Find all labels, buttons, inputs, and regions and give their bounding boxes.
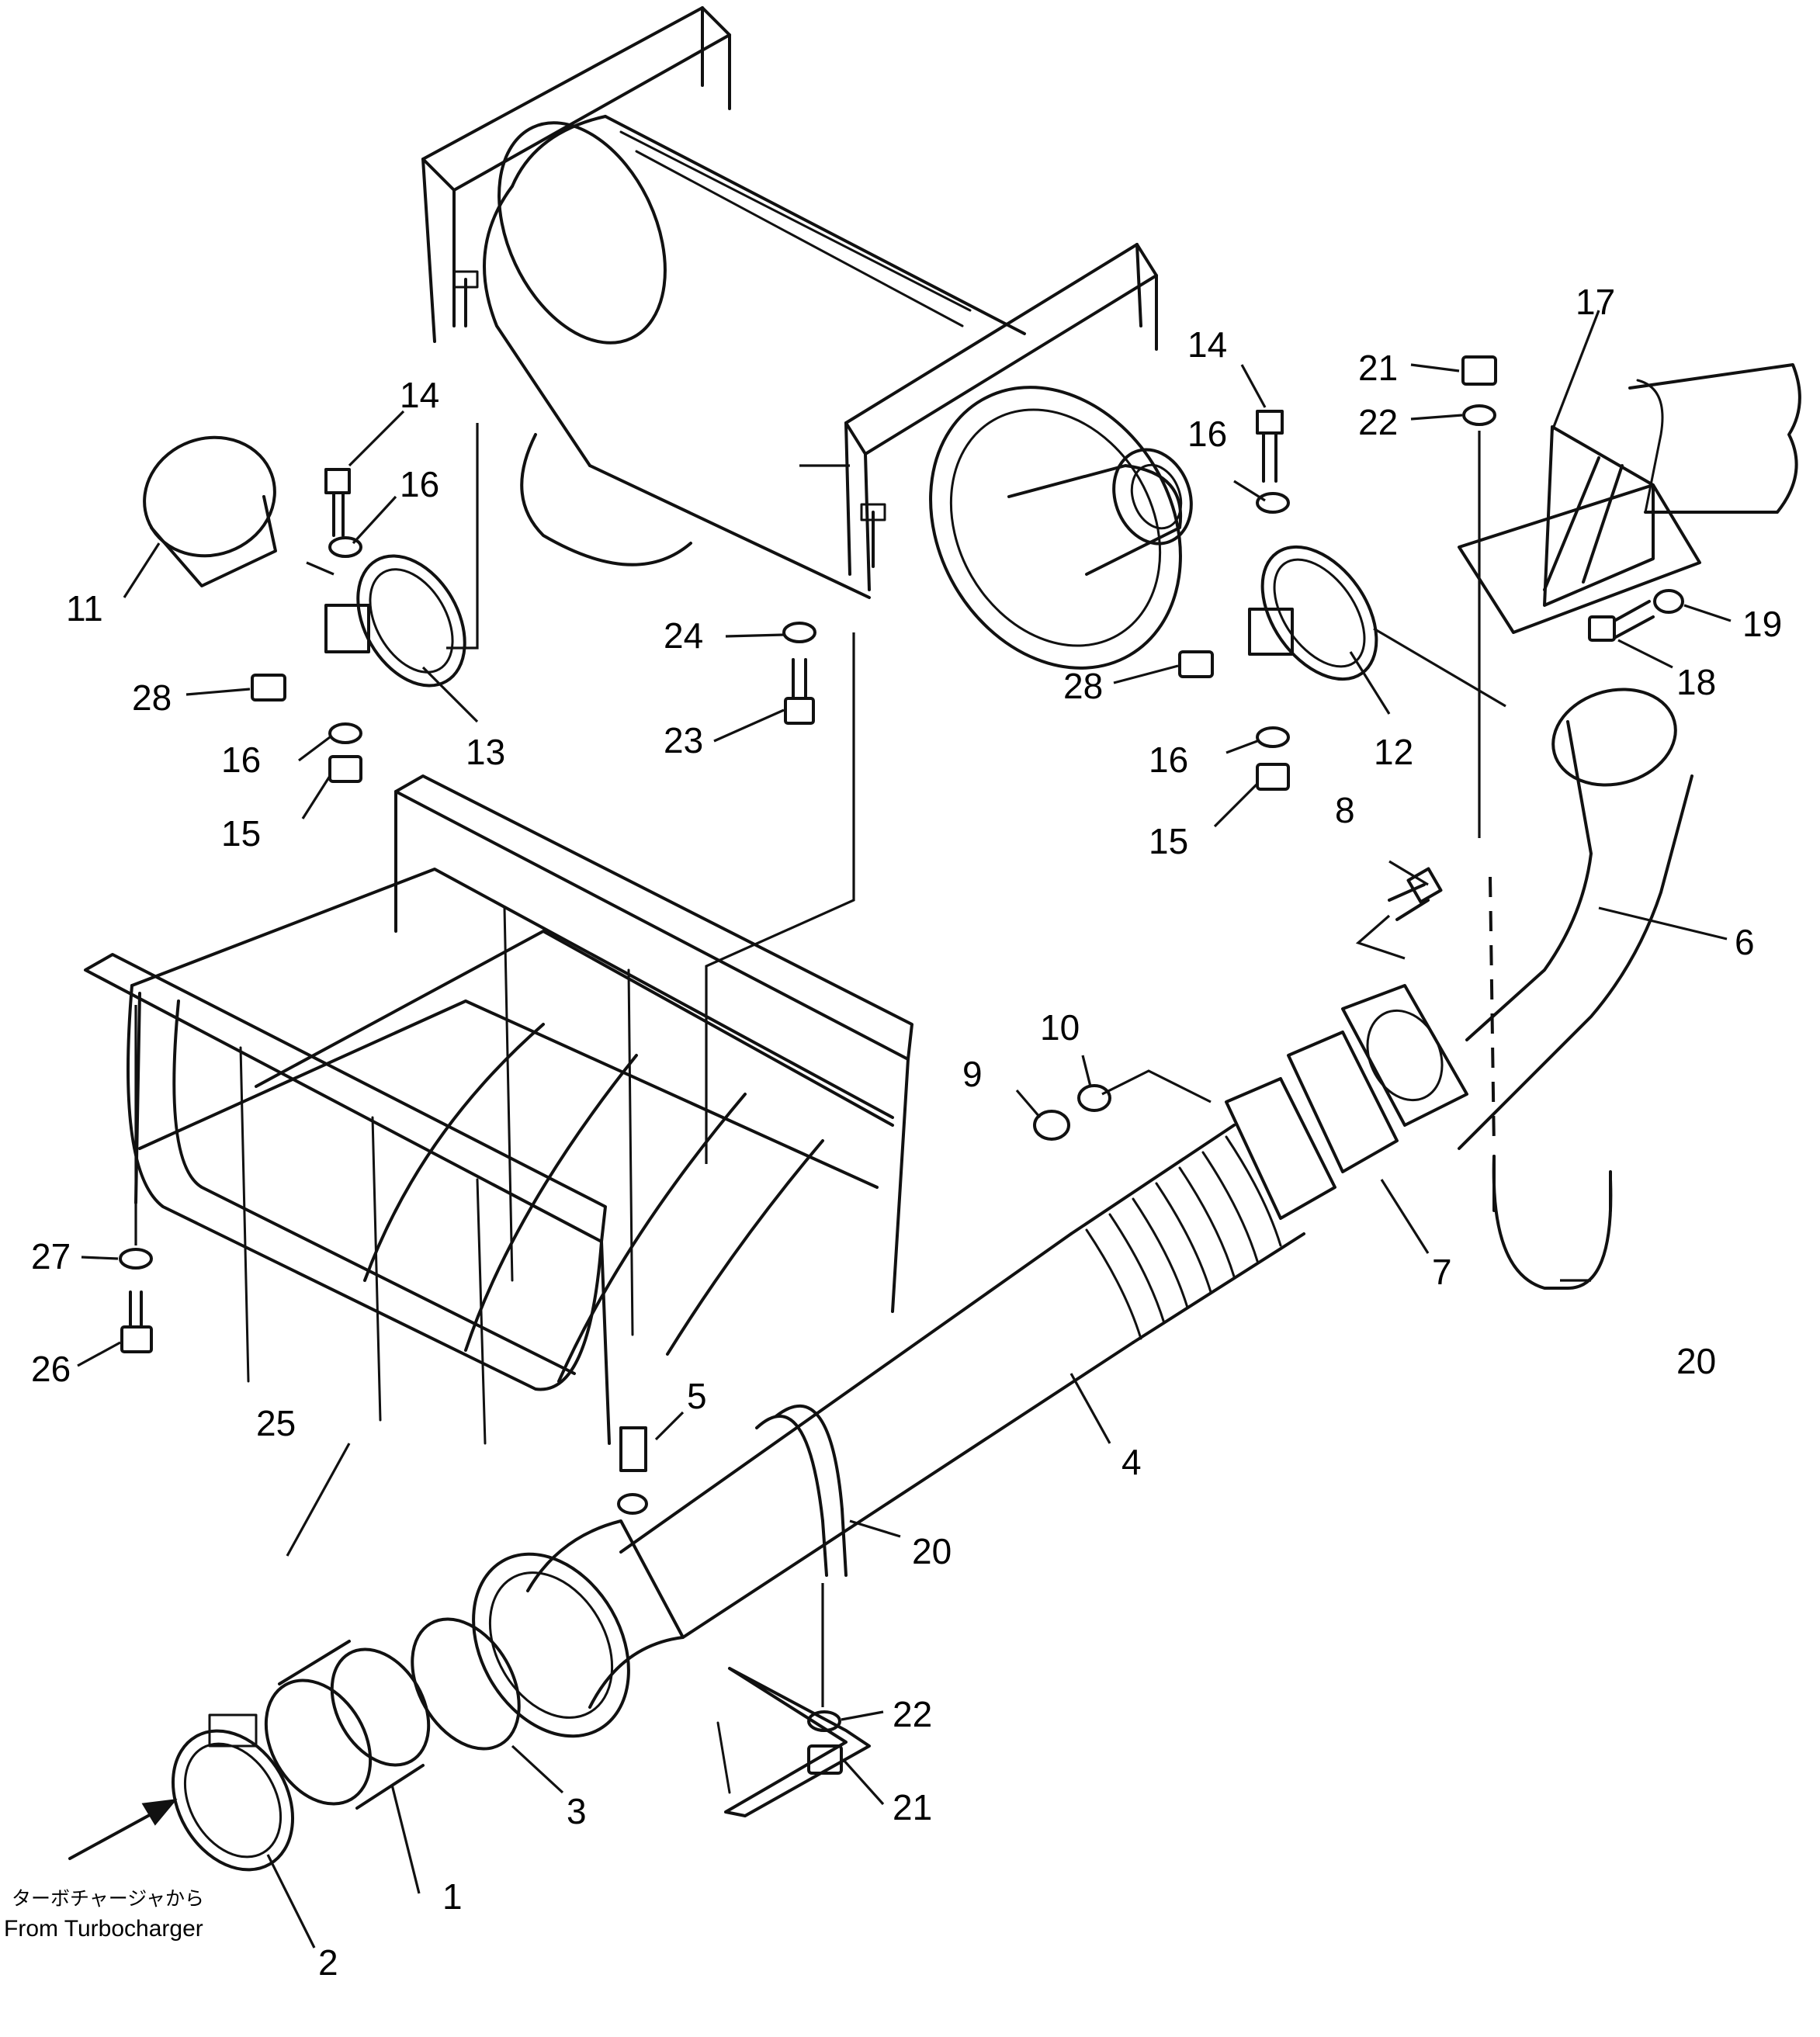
u-bolt-right [1492,1155,1613,1290]
callout-3: 3 [567,1791,587,1831]
callout-22a: 22 [1358,402,1398,442]
callout-20b: 20 [912,1531,952,1571]
callout-11: 11 [66,588,103,629]
callout-16c: 16 [221,740,261,780]
callout-14b: 14 [1187,324,1227,365]
callout-14a: 14 [400,375,439,415]
source-note-japanese: ターボチャージャから [12,1887,204,1910]
callout-26: 26 [31,1349,71,1389]
hose-1 [264,1640,431,1810]
callout-15b: 15 [1149,821,1188,861]
hardware [119,355,1684,1775]
callout-12: 12 [1374,732,1413,772]
ring-3 [411,1617,521,1751]
clamp-12 [1248,545,1378,681]
callout-labels: 1 2 3 4 5 6 7 8 9 10 11 12 13 14 14 15 1… [31,282,1782,1983]
callout-16a: 16 [400,464,439,504]
callout-6: 6 [1735,922,1755,962]
elbow-pipe [1458,688,1693,1150]
callout-8: 8 [1335,790,1355,830]
source-note-english: From Turbocharger [4,1916,203,1942]
callout-22b: 22 [893,1694,932,1734]
callout-leaders [77,310,1732,1949]
callout-16d: 16 [1149,740,1188,780]
callout-10: 10 [1040,1007,1080,1048]
callout-16b: 16 [1187,414,1227,454]
callout-7: 7 [1432,1252,1452,1292]
callout-23: 23 [664,720,703,760]
callout-15a: 15 [221,813,261,854]
callout-5: 5 [687,1376,707,1416]
clamp-13 [324,554,466,688]
callout-19: 19 [1742,604,1782,644]
intake-pipe [472,984,1468,1817]
callout-18: 18 [1676,662,1716,702]
callout-28b: 28 [1063,666,1103,706]
clamp-2 [171,1713,295,1872]
callout-24: 24 [664,615,703,656]
callout-1: 1 [442,1876,463,1917]
callout-21a: 21 [1358,348,1398,388]
callout-20a: 20 [1676,1341,1716,1381]
wire-guard [84,774,913,1445]
callout-27: 27 [31,1236,71,1277]
callout-9: 9 [962,1054,983,1094]
cap-11 [143,435,277,587]
mounting-bracket [1458,363,1801,634]
callout-13: 13 [466,732,505,772]
callout-28a: 28 [132,677,172,718]
assembly-lines [134,423,1506,1707]
air-cleaner-body [421,6,1193,670]
arrow-icon [141,1799,178,1826]
callout-21b: 21 [893,1787,932,1827]
callout-4: 4 [1121,1442,1142,1482]
callout-17: 17 [1576,282,1615,322]
turbocharger-source: ターボチャージャから From Turbocharger [4,1799,204,1942]
callout-25: 25 [256,1403,296,1443]
callout-2: 2 [318,1942,338,1983]
